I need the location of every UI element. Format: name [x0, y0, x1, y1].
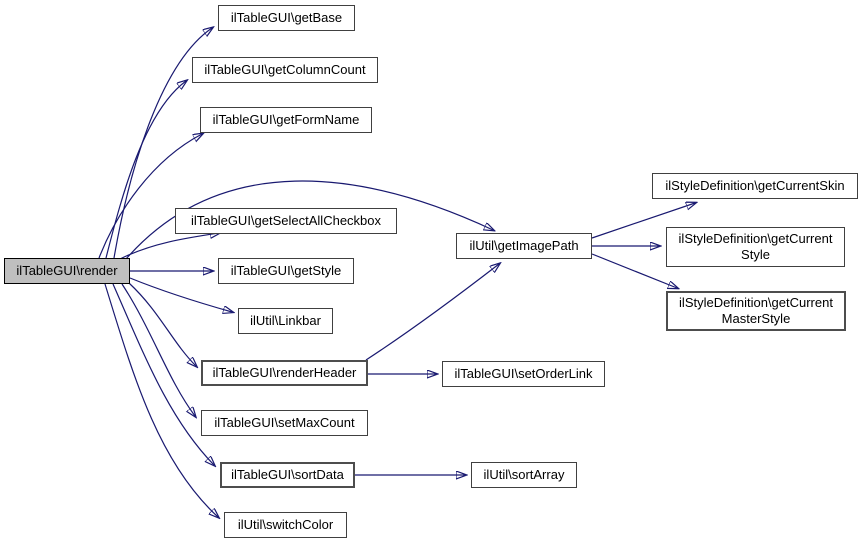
edge-render-renderHeader — [128, 282, 196, 366]
node-iltablegui-getformname[interactable]: ilTableGUI\getFormName — [200, 107, 372, 133]
node-label: ilStyleDefinition\getCurrent MasterStyle — [679, 294, 833, 326]
edge-render-sortData — [112, 283, 214, 465]
edge-render-getSelectAllCheckbox — [119, 233, 219, 260]
node-iltablegui-getstyle[interactable]: ilTableGUI\getStyle — [218, 258, 354, 284]
node-ilstyledefinition-getcurrentskin[interactable]: ilStyleDefinition\getCurrentSkin — [652, 173, 858, 199]
node-iltablegui-render: ilTableGUI\render — [4, 258, 130, 284]
node-ilutil-getimagepath[interactable]: ilUtil\getImagePath — [456, 233, 592, 259]
node-label: ilUtil\Linkbar — [250, 312, 321, 328]
node-iltablegui-renderheader[interactable]: ilTableGUI\renderHeader — [201, 360, 368, 386]
edge-render-getFormName — [98, 134, 202, 259]
edge-render-getImagePath — [125, 180, 493, 260]
edge-render-getBase — [113, 28, 212, 259]
node-iltablegui-setmaxcount[interactable]: ilTableGUI\setMaxCount — [201, 410, 368, 436]
node-label: ilUtil\switchColor — [237, 516, 334, 532]
edge-getImagePath-getCurrentMasterStyle — [591, 253, 677, 288]
node-label: ilTableGUI\getStyle — [230, 262, 342, 278]
node-label: ilTableGUI\getSelectAllCheckbox — [190, 212, 382, 228]
node-iltablegui-getselectallcheckbox[interactable]: ilTableGUI\getSelectAllCheckbox — [175, 208, 397, 234]
edge-getImagePath-getCurrentSkin — [591, 203, 695, 239]
node-label: ilUtil\sortArray — [483, 466, 565, 482]
edge-render-switchColor — [104, 283, 218, 517]
node-label: ilTableGUI\getBase — [230, 9, 343, 25]
node-label: ilTableGUI\sortData — [231, 466, 344, 482]
node-iltablegui-sortdata[interactable]: ilTableGUI\sortData — [220, 462, 355, 488]
node-label: ilStyleDefinition\getCurrent Style — [678, 230, 833, 262]
node-label: ilUtil\getImagePath — [469, 237, 579, 253]
edge-renderHeader-getImagePath — [365, 264, 499, 361]
node-label: ilTableGUI\getFormName — [212, 111, 360, 127]
edge-render-linkbar — [129, 277, 232, 312]
node-iltablegui-setorderlink[interactable]: ilTableGUI\setOrderLink — [442, 361, 605, 387]
node-label: ilTableGUI\setMaxCount — [214, 414, 355, 430]
node-ilstyledefinition-getcurrentmasterstyle[interactable]: ilStyleDefinition\getCurrent MasterStyle — [666, 291, 846, 331]
node-label: ilStyleDefinition\getCurrentSkin — [665, 177, 845, 193]
edge-render-setMaxCount — [121, 283, 195, 416]
node-label: ilTableGUI\renderHeader — [212, 364, 357, 380]
edge-render-getColumnCount — [105, 81, 186, 259]
node-label: ilTableGUI\render — [16, 262, 118, 278]
node-iltablegui-getcolumncount[interactable]: ilTableGUI\getColumnCount — [192, 57, 378, 83]
node-label: ilTableGUI\getColumnCount — [204, 61, 366, 77]
node-ilutil-sortarray[interactable]: ilUtil\sortArray — [471, 462, 577, 488]
node-ilstyledefinition-getcurrentstyle[interactable]: ilStyleDefinition\getCurrent Style — [666, 227, 845, 267]
node-ilutil-switchcolor[interactable]: ilUtil\switchColor — [224, 512, 347, 538]
node-ilutil-linkbar[interactable]: ilUtil\Linkbar — [238, 308, 333, 334]
node-iltablegui-getbase[interactable]: ilTableGUI\getBase — [218, 5, 355, 31]
node-label: ilTableGUI\setOrderLink — [454, 365, 593, 381]
